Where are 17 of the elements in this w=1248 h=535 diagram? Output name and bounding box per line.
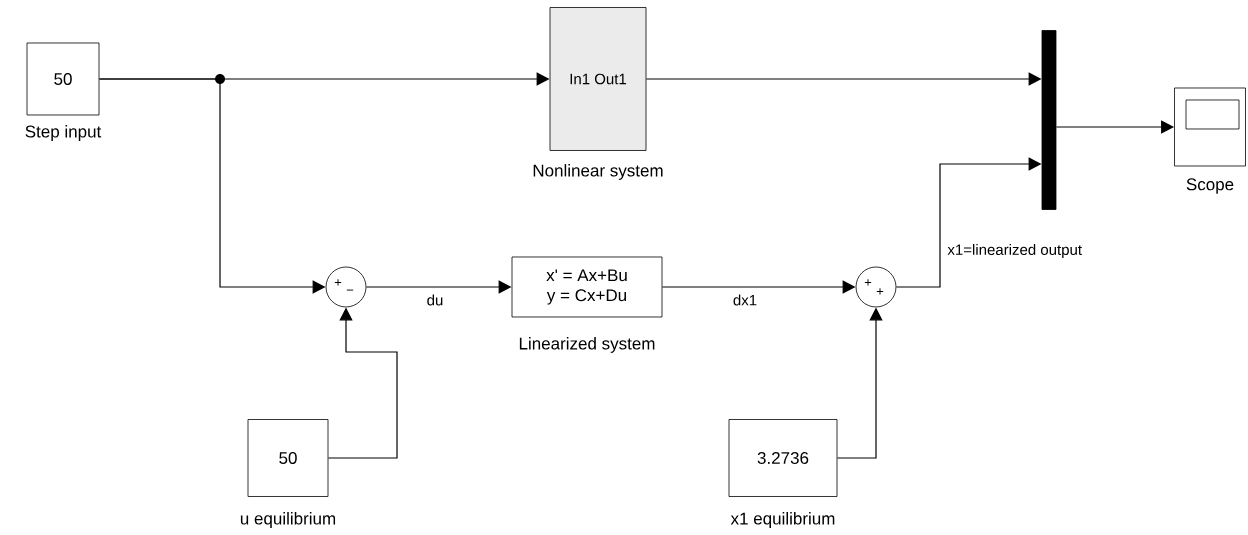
signal-label: du bbox=[427, 294, 443, 306]
sum-junction: + + bbox=[855, 266, 897, 308]
block-label: Scope bbox=[1186, 178, 1234, 194]
block-label: Linearized system bbox=[519, 337, 655, 353]
block-box: 50 bbox=[26, 42, 100, 116]
sum-junction: + − bbox=[325, 266, 367, 308]
scope-block bbox=[1174, 87, 1246, 167]
block-label: u equilibrium bbox=[240, 512, 336, 528]
subsystem-block: In1 Out1 bbox=[549, 7, 647, 151]
block-label: Step input bbox=[25, 125, 102, 141]
block-box: x' = Ax+Bu y = Cx+Du bbox=[511, 256, 663, 318]
block-box: 3.2736 bbox=[728, 419, 838, 497]
signal-label: dx1 bbox=[733, 294, 757, 306]
block-box: 50 bbox=[247, 419, 329, 497]
signal-label: x1=linearized output bbox=[947, 244, 1082, 258]
block-label: Nonlinear system bbox=[533, 164, 663, 180]
block-label: x1 equilibrium bbox=[730, 512, 835, 528]
